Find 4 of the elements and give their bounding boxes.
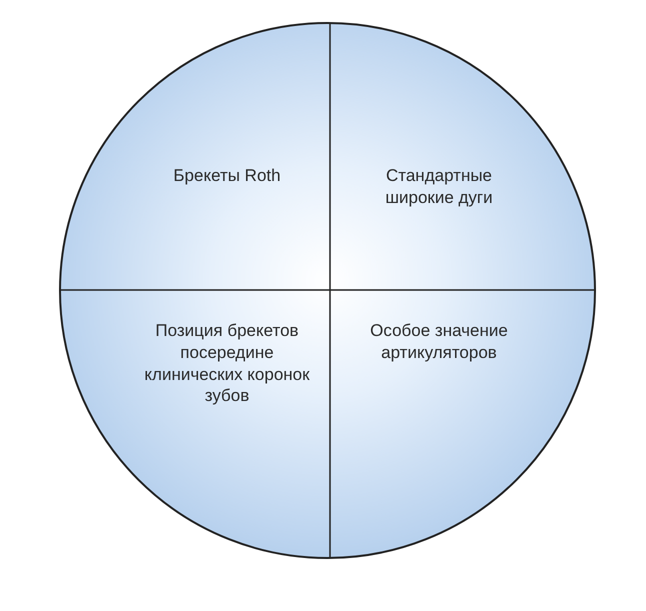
- quadrant-label: Стандартные широкие дуги: [384, 165, 494, 208]
- quadrant-label: Особое значение артикуляторов: [369, 320, 509, 364]
- quadrant-label: Брекеты Roth: [172, 165, 282, 187]
- quadrant-label: Позиция брекетов посередине клинических коронок зубов: [143, 320, 311, 407]
